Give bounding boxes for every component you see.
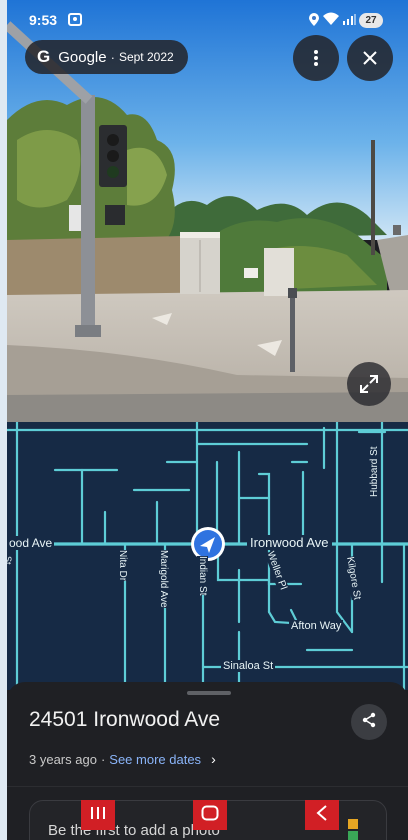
- recents-icon: [90, 806, 106, 825]
- expand-button[interactable]: [347, 362, 391, 406]
- attribution-separator: ·: [110, 49, 115, 65]
- signal-icon: [343, 14, 356, 25]
- imagery-attribution[interactable]: G Google · Sept 2022: [25, 40, 188, 74]
- wifi-icon: [323, 12, 339, 25]
- street-label-left-edge: St: [7, 556, 13, 565]
- status-bar: 9:53 27: [7, 12, 408, 32]
- street-label-sinaloa: Sinaloa St: [221, 660, 276, 672]
- street-label-ironwood-left: ood Ave: [7, 536, 55, 550]
- imagery-meta: 3 years ago · See more dates ›: [29, 751, 216, 767]
- meta-dot: ·: [100, 751, 106, 767]
- provider-name: Google: [58, 48, 107, 66]
- expand-icon: [360, 375, 378, 393]
- close-button[interactable]: [347, 35, 393, 81]
- chevron-right-icon[interactable]: ›: [211, 751, 216, 767]
- street-view-photo[interactable]: 9:53 27 G Google · Sept 2022: [7, 0, 408, 422]
- google-logo-icon: G: [37, 47, 51, 66]
- close-icon: [363, 51, 377, 65]
- street-label-hubbard: Hubbard St: [369, 446, 380, 497]
- app-frame: 9:53 27 G Google · Sept 2022: [7, 0, 408, 840]
- street-label-afton: Afton Way: [289, 620, 344, 632]
- mini-map[interactable]: ood Ave Ironwood Ave Hubbard St Nita Dr …: [7, 422, 408, 690]
- status-time: 9:53: [29, 12, 58, 28]
- street-label-marigold: Marigold Ave: [158, 550, 169, 608]
- photo-thumbnail-icon: [348, 819, 362, 840]
- battery-indicator: 27: [359, 13, 383, 28]
- street-view-scene: [7, 0, 408, 422]
- imagery-age: 3 years ago: [29, 751, 97, 767]
- share-button[interactable]: [351, 704, 387, 740]
- back-button[interactable]: [305, 800, 339, 830]
- place-address: 24501 Ironwood Ave: [29, 708, 221, 731]
- see-more-dates-link[interactable]: See more dates: [109, 751, 202, 767]
- screen-record-icon: [68, 13, 82, 26]
- divider: [7, 786, 408, 787]
- capture-date: Sept 2022: [118, 50, 174, 64]
- recents-button[interactable]: [81, 800, 115, 830]
- share-icon: [361, 712, 377, 733]
- street-label-indian: Indian St: [197, 556, 208, 596]
- street-label-ironwood-right: Ironwood Ave: [247, 535, 332, 550]
- home-icon: [201, 805, 219, 826]
- more-options-button[interactable]: [293, 35, 339, 81]
- street-label-nita: Nita Dr: [117, 550, 128, 582]
- home-button[interactable]: [193, 800, 227, 830]
- drag-handle[interactable]: [187, 691, 231, 695]
- location-icon: [309, 13, 319, 26]
- more-vert-icon: [314, 50, 318, 66]
- back-icon: [316, 804, 328, 826]
